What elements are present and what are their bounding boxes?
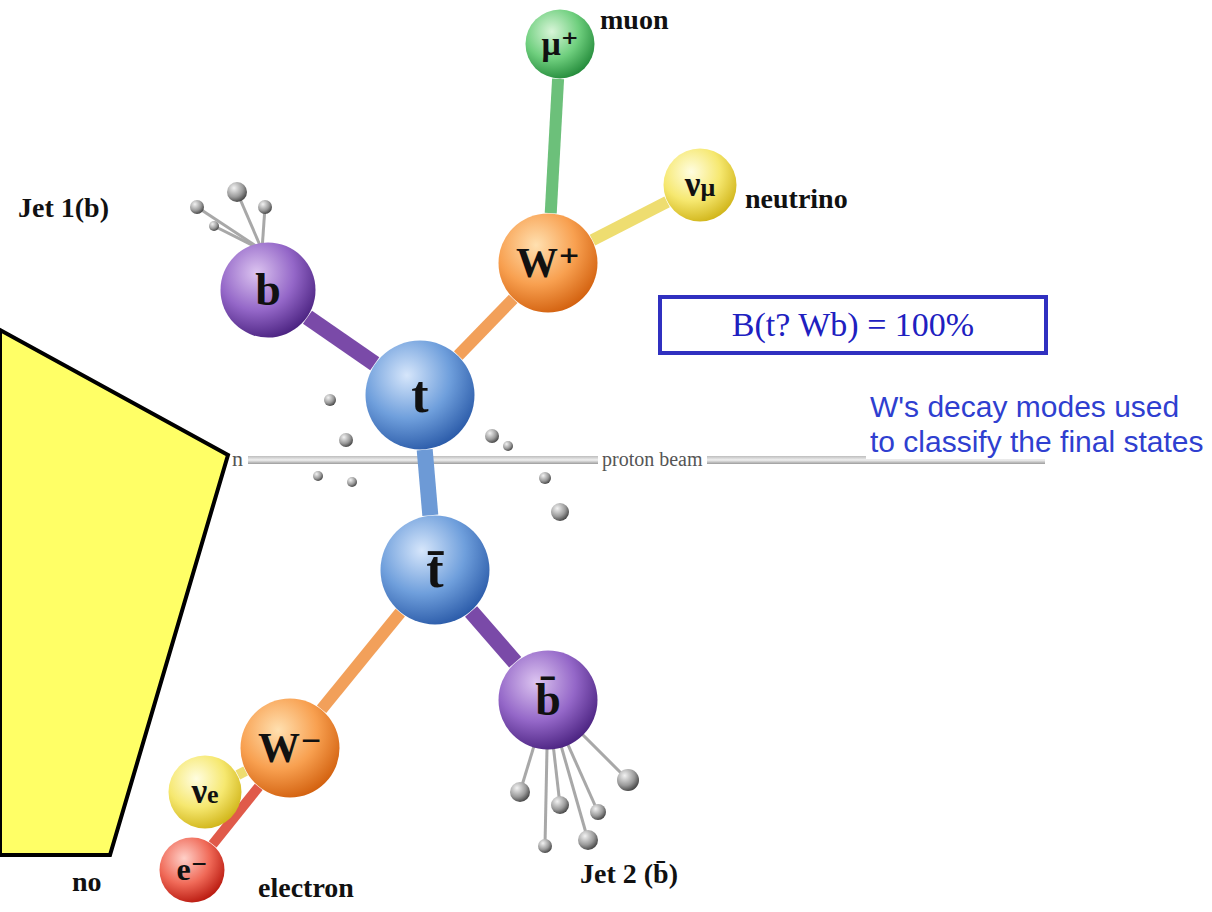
sphere-shape <box>381 516 490 625</box>
jet-particle <box>227 182 247 202</box>
jet-particle <box>578 830 598 850</box>
particle-symbol: μ⁺ <box>541 25 578 62</box>
debris-particle <box>347 477 357 487</box>
note-text: W's decay modes used to classify the fin… <box>866 390 1212 459</box>
sphere-shape <box>526 10 595 79</box>
muon-sphere: μ⁺ <box>525 9 595 79</box>
neutrino-sphere: νe <box>168 755 242 829</box>
jet-particle <box>538 839 552 853</box>
decay-stick <box>471 612 515 663</box>
jet-particle <box>209 221 219 231</box>
yellow-panel <box>0 330 228 855</box>
neutrino-sphere: νμ <box>663 148 737 222</box>
decay-stick <box>307 317 374 363</box>
jet-particle <box>258 200 272 214</box>
debris-particle <box>324 394 336 406</box>
jet-label: Jet 1(b) <box>18 192 109 224</box>
decay-stick <box>551 79 558 213</box>
particle-symbol: W⁺ <box>516 240 580 286</box>
jet-particles <box>190 182 639 853</box>
particle-label: neutrino <box>745 183 848 215</box>
debris-particle <box>503 441 513 451</box>
debris-particle <box>485 429 499 443</box>
debris-particle <box>313 471 323 481</box>
sphere-shape <box>169 756 242 829</box>
sphere-shape <box>160 838 225 903</box>
particle-symbol: W⁻ <box>258 725 322 771</box>
decay-stick <box>425 450 431 515</box>
jet-label: Jet 2 (b̄) <box>580 858 678 890</box>
jet-particle <box>617 769 639 791</box>
antitop-quark-sphere: t̄ <box>380 515 490 625</box>
electron-sphere: e⁻ <box>159 837 225 903</box>
top-quark-sphere: t <box>365 340 475 450</box>
bottom-quark-sphere: b <box>220 242 316 338</box>
jet-particle <box>510 782 530 802</box>
branching-ratio-box: B(t? Wb) = 100% <box>658 295 1048 355</box>
particle-symbol: b̄ <box>535 675 561 726</box>
particle-label: muon <box>600 4 668 36</box>
sphere-shape <box>499 651 598 750</box>
sphere-shape <box>366 341 475 450</box>
particle-symbol: b <box>255 265 281 316</box>
sphere-shape <box>221 243 316 338</box>
particle-symbol: t <box>411 366 428 423</box>
antibottom-quark-sphere: b̄ <box>498 650 598 750</box>
decay-stick <box>322 613 401 710</box>
particle-label: electron <box>258 872 354 904</box>
jet-particle <box>551 796 569 814</box>
sphere-shape <box>241 699 340 798</box>
jet-particle <box>590 804 606 820</box>
sphere-shape <box>499 214 598 313</box>
debris-particle <box>539 472 551 484</box>
w-boson-sphere: W⁺ <box>498 213 598 313</box>
decay-stick <box>592 202 667 240</box>
particle-symbol: νe <box>191 773 218 812</box>
debris-particle <box>339 433 353 447</box>
box-text: B(t? Wb) = 100% <box>732 306 974 343</box>
sphere-shape <box>664 149 737 222</box>
particle-symbol: t̄ <box>426 541 443 598</box>
particle-symbol: νμ <box>685 166 715 205</box>
beam-label: proton beam <box>598 448 707 471</box>
partial-label: n <box>232 446 243 471</box>
w-boson-sphere: W⁻ <box>240 698 340 798</box>
debris-particle <box>551 503 569 521</box>
particle-symbol: e⁻ <box>176 852 207 887</box>
jet-particle <box>190 200 204 214</box>
decay-stick <box>458 299 513 356</box>
partial-label: no <box>72 866 102 898</box>
decay-stick <box>238 771 246 775</box>
jet-sticks <box>197 192 628 846</box>
